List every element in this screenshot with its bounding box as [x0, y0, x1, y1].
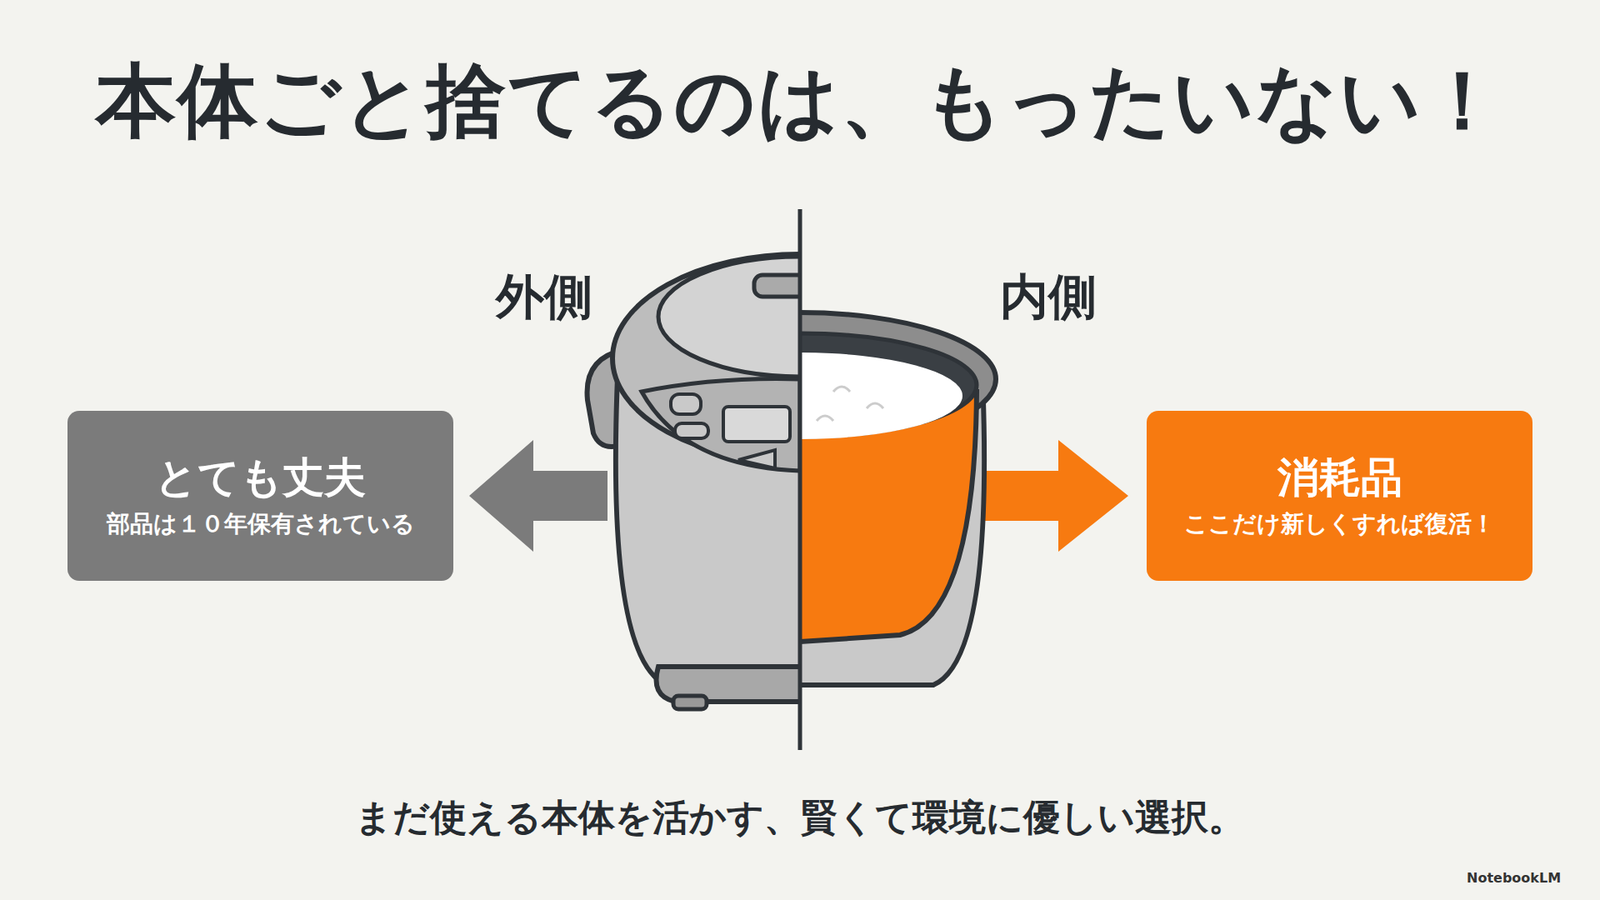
cooker-foot [673, 695, 707, 710]
left-arrow [469, 440, 608, 552]
info-box: 消耗品ここだけ新しくすれば復活！ [1146, 410, 1533, 581]
watermark: NotebookLM [1466, 870, 1592, 886]
right-arrow [979, 440, 1129, 552]
box-body: ここだけ新しくすれば復活！ [1184, 509, 1495, 540]
cooker-lid [612, 254, 800, 463]
lid-top [658, 256, 800, 377]
box-heading: とても丈夫 [155, 452, 366, 503]
cooker-exterior [587, 254, 800, 710]
rice-grain [816, 386, 884, 421]
control-panel [641, 379, 800, 471]
cooker-interior [800, 312, 996, 685]
button [675, 423, 709, 439]
box-body: 部品は１０年保有されている [106, 509, 415, 540]
slide-title: 本体ごと捨てるのは、もったいない！ [0, 48, 1600, 157]
side-label: 内側 [1000, 265, 1100, 330]
button [738, 450, 775, 469]
box-heading: 消耗品 [1277, 452, 1403, 503]
lid-latch [754, 275, 800, 297]
button [670, 394, 701, 415]
slide-caption: まだ使える本体を活かす、賢くて環境に優しい選択。 [0, 793, 1600, 843]
rice [800, 352, 963, 440]
divider-line [798, 209, 803, 750]
side-label: 外側 [495, 265, 596, 330]
display [723, 406, 790, 442]
info-box: とても丈夫部品は１０年保有されている [67, 410, 454, 581]
